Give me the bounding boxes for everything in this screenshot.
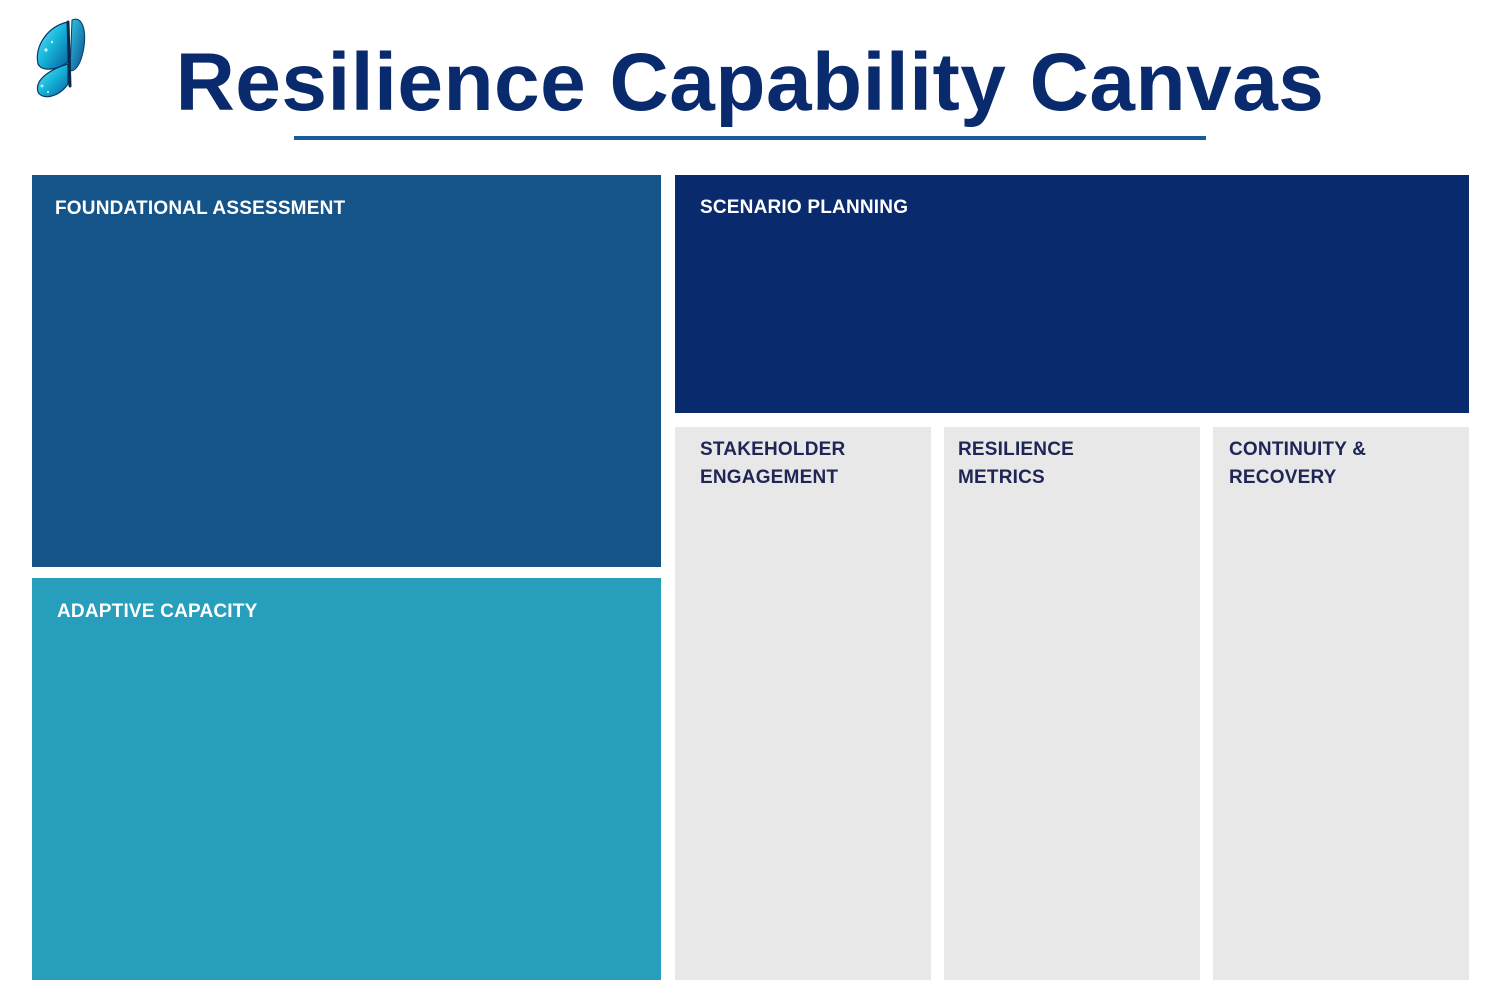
foundational-assessment-panel[interactable]: FOUNDATIONAL ASSESSMENT: [32, 175, 661, 567]
title-underline: [294, 136, 1206, 140]
resilience-metrics-label: RESILIENCE METRICS: [958, 439, 1075, 488]
stakeholder-engagement-label: STAKEHOLDER ENGAGEMENT: [700, 439, 846, 488]
foundational-assessment-label: FOUNDATIONAL ASSESSMENT: [55, 198, 346, 219]
stakeholder-engagement-panel[interactable]: STAKEHOLDER ENGAGEMENT: [675, 427, 931, 980]
continuity-recovery-panel[interactable]: CONTINUITY & RECOVERY: [1213, 427, 1469, 980]
adaptive-capacity-label: ADAPTIVE CAPACITY: [57, 601, 258, 622]
butterfly-icon: [36, 18, 86, 98]
resilience-metrics-panel[interactable]: RESILIENCE METRICS: [944, 427, 1200, 980]
scenario-planning-panel[interactable]: SCENARIO PLANNING: [675, 175, 1469, 413]
page-title: Resilience Capability Canvas: [175, 37, 1325, 128]
adaptive-capacity-panel[interactable]: ADAPTIVE CAPACITY: [32, 578, 661, 980]
scenario-planning-label: SCENARIO PLANNING: [700, 197, 909, 218]
continuity-recovery-label: CONTINUITY & RECOVERY: [1229, 439, 1367, 488]
